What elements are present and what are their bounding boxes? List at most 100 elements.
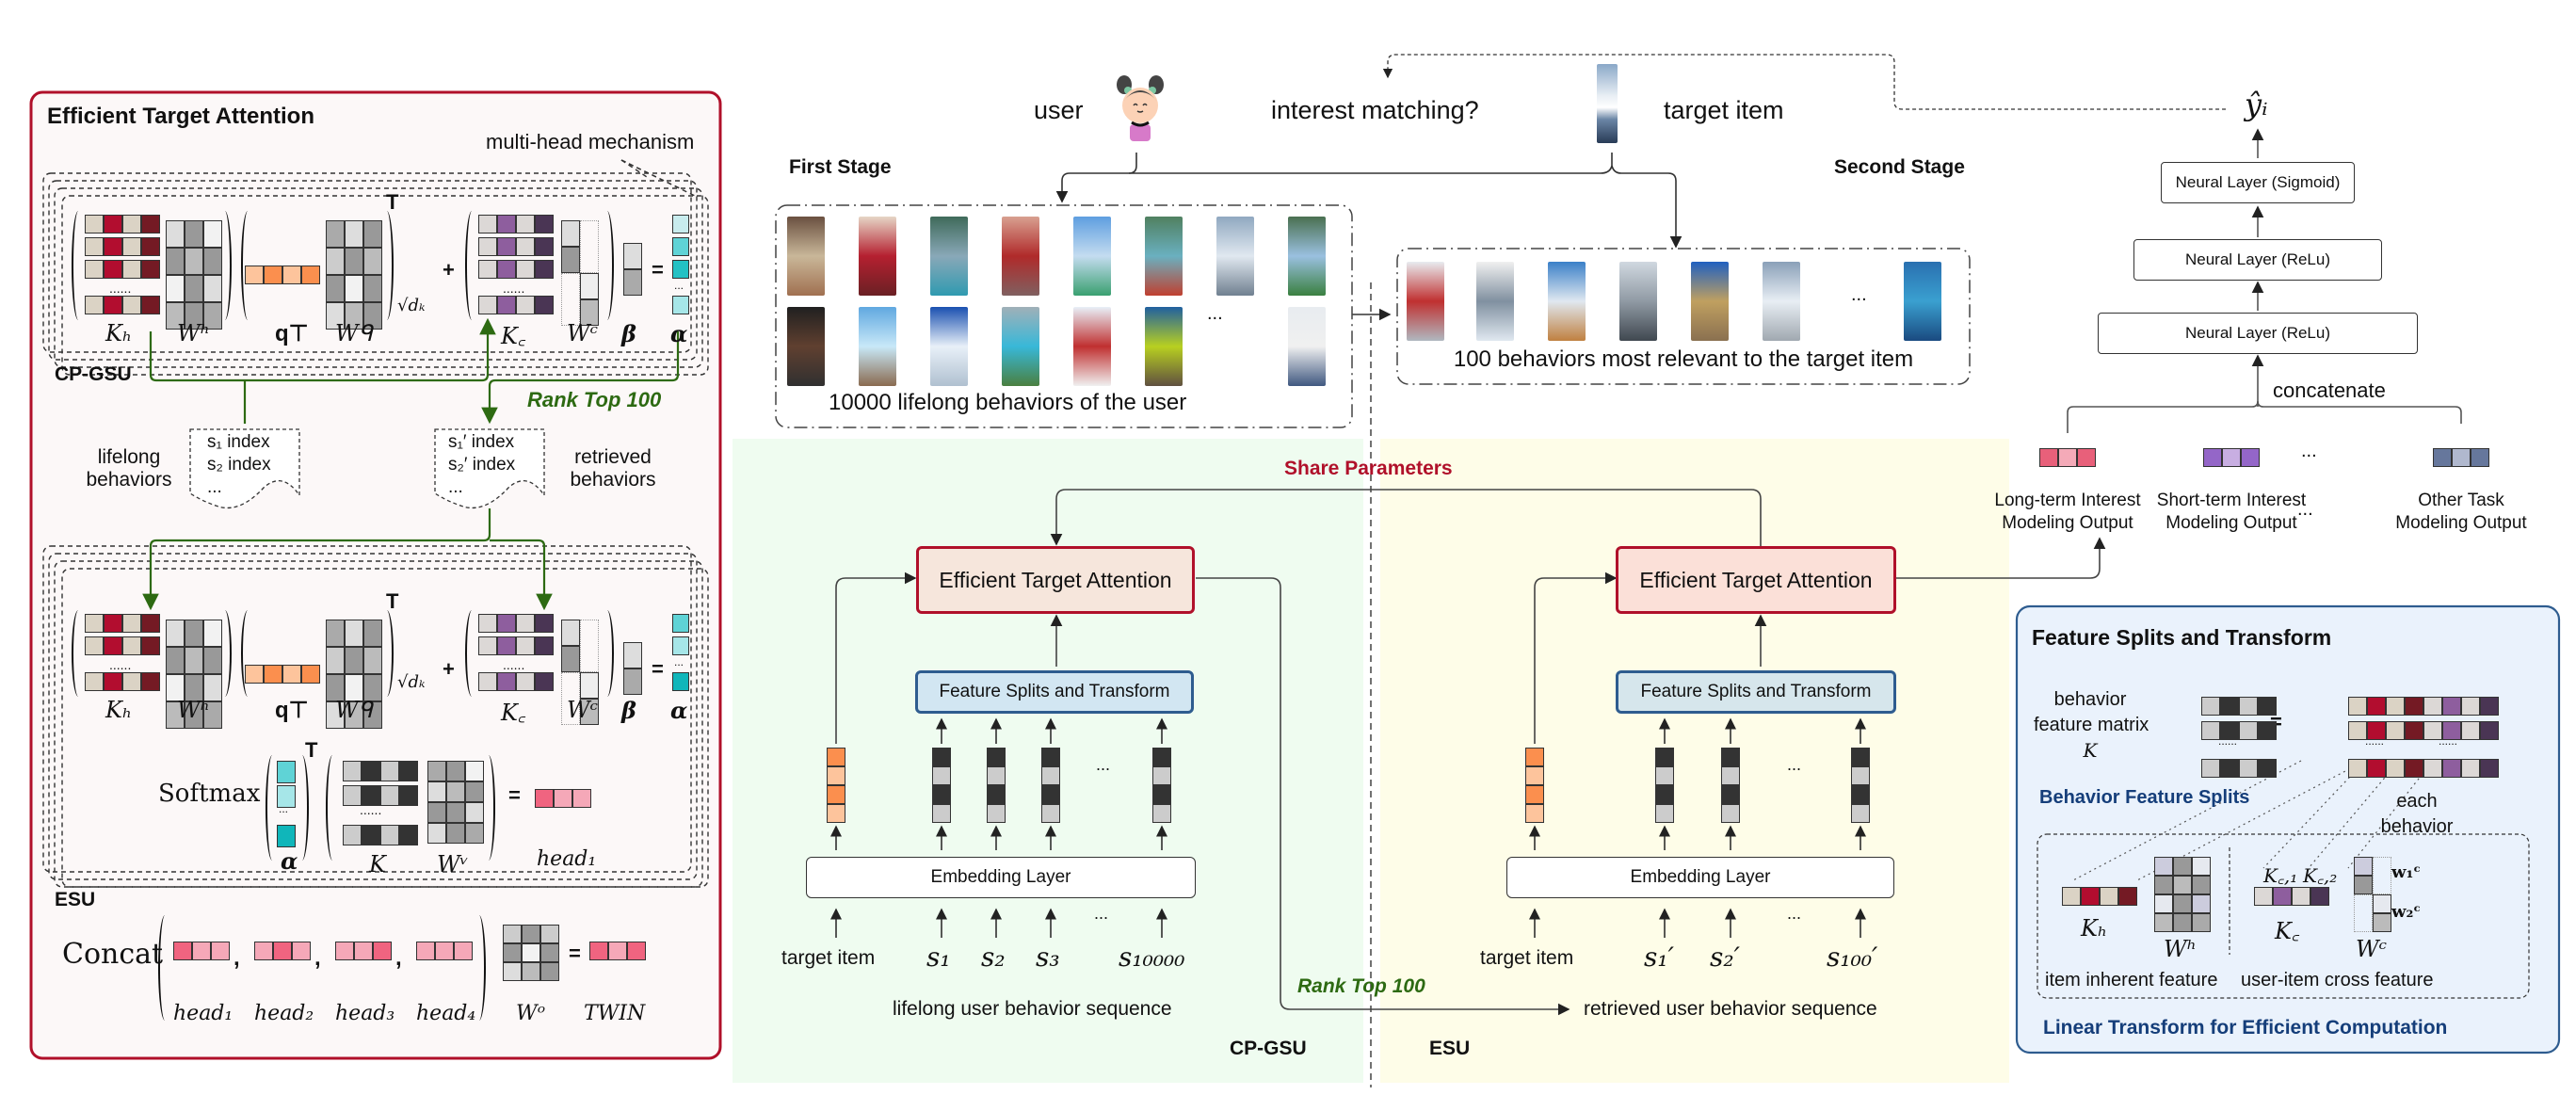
wh-cell [2154, 876, 2173, 894]
fst-panel-title: Feature Splits and Transform [2032, 625, 2332, 650]
esu-eta-block[interactable]: Efficient Target Attention [1616, 546, 1896, 614]
wh-cell [185, 220, 203, 248]
relevant-behavior-thumbnail [1548, 262, 1586, 341]
head-symbol: head₁ [173, 1002, 233, 1025]
wh-cell [2192, 876, 2211, 894]
esu-input-ellipsis: ... [1787, 904, 1802, 923]
behavior-thumbnail [1002, 307, 1039, 386]
head-row [273, 942, 292, 960]
lifelong-label-line1: lifelong [97, 446, 161, 468]
index-doc-right [434, 428, 545, 509]
k-row [343, 825, 362, 845]
head-row [535, 789, 554, 808]
wh-cell [166, 248, 185, 275]
behavior-thumbnail [1002, 217, 1039, 296]
relevant-behavior-thumbnail [1904, 262, 1941, 341]
cpgsu-eta-block[interactable]: Efficient Target Attention [916, 546, 1195, 614]
head-row [416, 942, 435, 960]
wo-symbol: Wᵒ [516, 1002, 546, 1025]
cpgsu-input-target-item: target item [781, 947, 876, 969]
split-row [2461, 721, 2480, 740]
output-vector-cell [2222, 448, 2241, 467]
wq-cell [326, 620, 345, 647]
equals-sign: = [508, 783, 521, 807]
kh-row [85, 636, 104, 655]
target-item-label: target item [1664, 96, 1784, 124]
wh-cell [185, 620, 203, 647]
k-row [399, 825, 418, 845]
wv-cell [465, 823, 484, 844]
retrieved-label-line1: retrieved [574, 446, 652, 468]
lifelong-label-line2: behaviors [86, 469, 172, 491]
right-paren [220, 211, 232, 320]
retrieved-label-line2: behaviors [570, 469, 656, 491]
k-row [2239, 697, 2258, 716]
relevant-behaviors-box [1396, 248, 1971, 385]
wc-symbol: Wᶜ [567, 697, 599, 723]
kh-row [85, 672, 104, 691]
twin-symbol: TWIN [584, 1002, 646, 1025]
esu-input-s100p: s₁₀₀′ [1827, 942, 1878, 973]
beta-cell [623, 642, 642, 668]
wh-cell [166, 302, 185, 330]
wc-empty [2373, 857, 2391, 894]
esu-input-target-item: target item [1480, 947, 1574, 969]
kh-row [104, 260, 122, 279]
wh-cell [2192, 913, 2211, 932]
each-label: each [2396, 791, 2438, 812]
head-symbol: head₂ [254, 1002, 314, 1025]
output-label-line1: Short-term Interest [2156, 491, 2307, 510]
behavior-thumbnail [930, 217, 968, 296]
cpgsu-fst-block[interactable]: Feature Splits and Transform [915, 670, 1194, 714]
kh-row [122, 215, 141, 233]
split-row [2348, 697, 2367, 716]
each-behavior-label: each behavior [2375, 789, 2459, 840]
embedding-cell [1041, 804, 1060, 823]
esu-sequence-label: retrieved user behavior sequence [1584, 998, 1877, 1020]
alpha-cell [672, 614, 689, 633]
kc-row [497, 215, 516, 233]
split-row [2461, 697, 2480, 716]
wv-cell [446, 781, 465, 802]
embedding-cell [1721, 766, 1740, 785]
wq-cell [363, 647, 382, 674]
kh-row [85, 237, 104, 256]
plus-sign: + [443, 258, 455, 282]
neural-layer-sigmoid: Neural Layer (Sigmoid) [2161, 162, 2355, 203]
kh-row [2081, 887, 2100, 906]
kc-row [516, 260, 535, 279]
retrieved-behaviors-label: retrieved behaviors [561, 446, 665, 491]
embedding-cell [1525, 766, 1544, 785]
kh-row [141, 614, 160, 633]
alpha-symbol: α [281, 847, 298, 875]
split-row [2367, 697, 2386, 716]
split-row [2442, 697, 2461, 716]
wq-cell [345, 620, 363, 647]
cpgsu-input-s10000: s₁₀₀₀₀ [1119, 942, 1185, 973]
esu-fst-block[interactable]: Feature Splits and Transform [1616, 670, 1896, 714]
kh-row [122, 672, 141, 691]
right-paren [475, 915, 486, 1021]
split-dots: ...... [2365, 734, 2385, 748]
matrix-label-line2: feature matrix [2034, 715, 2149, 735]
embedding-cell [1851, 804, 1870, 823]
transpose-symbol: T [386, 589, 399, 613]
embedding-cell [932, 748, 951, 766]
wh-cell [203, 220, 222, 248]
embedding-cell [987, 748, 1006, 766]
comma: , [314, 945, 321, 971]
wo-cell [503, 943, 522, 962]
lifelong-ellipsis: ... [1207, 303, 1223, 324]
wo-cell [522, 925, 540, 943]
kh-row [141, 672, 160, 691]
wc-empty [2354, 894, 2373, 932]
behavior-thumbnail [1073, 217, 1111, 296]
index-item: ... [207, 477, 222, 497]
wh-cell [203, 275, 222, 302]
k-row [2258, 721, 2277, 740]
kh-row [104, 672, 122, 691]
left-paren [326, 755, 337, 861]
neural-layer-relu-1: Neural Layer (ReLu) [2098, 313, 2418, 354]
embedding-cell [1721, 785, 1740, 804]
